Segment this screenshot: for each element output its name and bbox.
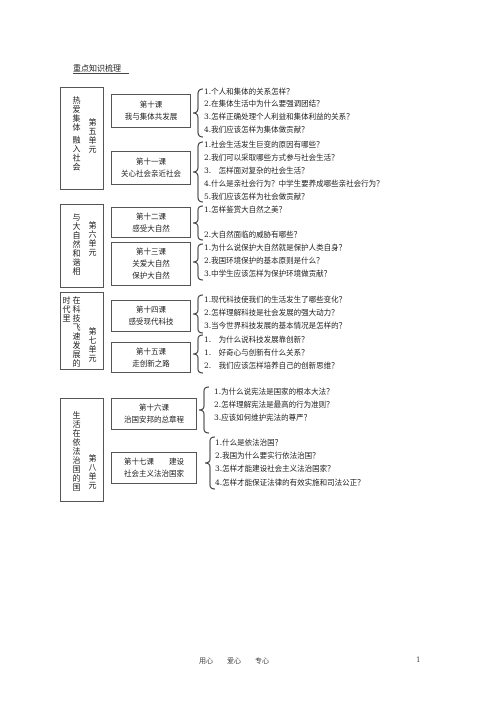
q-11-1: 1.社会生活发生巨变的原因有哪些？ (204, 140, 324, 149)
unit-5-number: 第五单元 (88, 118, 97, 154)
lesson-16-number: 第十六课 (139, 403, 169, 412)
q-11-2: 2.我们可以采取哪些方式参与社会生活？ (204, 153, 339, 162)
q-17-3: 3.怎样才能建设社会主义法治国家？ (215, 464, 335, 473)
q-13-1: 1.为什么说保护大自然就是保护人类自身？ (204, 243, 347, 252)
q-10-4: 4.我们应该怎样为集体做贡献？ (204, 125, 309, 134)
lesson-14-title: 感受现代科技 (128, 317, 174, 326)
unit-8-number: 第八单元 (88, 454, 97, 490)
q-11-4: 4.什么是亲社会行为？中学生要养成哪些亲社会行为？ (204, 179, 384, 188)
lesson-14-box: 第十四课 感受现代科技 (111, 300, 191, 332)
brace-lesson-13 (192, 243, 204, 281)
brace-lesson-14 (192, 294, 204, 334)
q-11-5: 5.我们应该怎样为社会做贡献？ (204, 192, 309, 201)
q-11-3: 3. 怎样面对复杂的社会生活？ (204, 166, 309, 175)
q-14-3: 3.当今世界科技发展的基本情况是怎样的？ (204, 321, 347, 330)
lesson-11-box: 第十一课 关心社会亲近社会 (111, 151, 191, 185)
q-10-3: 3.怎样正确处理个人利益和集体利益的关系？ (204, 112, 354, 121)
lesson-10-box: 第十课 我与集体共发展 (111, 94, 191, 128)
page-title: 重点知识梳理 (73, 64, 121, 73)
lesson-17-number: 第十七课 建设 (124, 457, 184, 466)
lesson-10-title: 我与集体共发展 (124, 112, 178, 121)
q-15-2: 1. 好奇心与创新有什么关系？ (204, 348, 309, 357)
q-14-2: 2.怎样理解科技是社会发展的强大动力？ (204, 308, 339, 317)
lesson-11-number: 第十一课 (136, 157, 166, 166)
q-17-4: 4.怎样才能保证法律的有效实施和司法公正？ (215, 478, 365, 487)
lesson-16-title: 治国安邦的总章程 (124, 415, 184, 424)
q-10-1: 1.个人和集体的关系怎样？ (204, 87, 294, 96)
q-13-2: 2.我国环境保护的基本原则是什么？ (204, 256, 324, 265)
unit-8-theme: 生活在依法治国的国 (72, 411, 81, 492)
lesson-17-title: 社会主义法治国家 (124, 469, 184, 478)
unit-box-7: 在科技飞速发展的时代里 第七单元 (60, 292, 104, 370)
lesson-13-title-2: 保护大自然 (132, 271, 170, 280)
q-17-2: 2.我国为什么要实行依法治国？ (215, 451, 320, 460)
unit-6-theme: 与大自然和谐相 (72, 213, 81, 276)
lesson-16-box: 第十六课 治国安邦的总章程 (111, 398, 197, 430)
q-17-1: 1.什么是依法治国？ (215, 438, 283, 447)
unit-box-8: 生活在依法治国的国 第八单元 (60, 398, 104, 502)
footer-text: 用心 爱心 专心 (199, 657, 269, 665)
lesson-15-title: 走创新之路 (132, 359, 170, 368)
lesson-15-box: 第十五课 走创新之路 (111, 342, 191, 373)
q-14-1: 1.现代科技使我们的生活发生了哪些变化？ (204, 295, 347, 304)
unit-6-number: 第六单元 (88, 221, 97, 257)
unit-7-number: 第七单元 (88, 327, 97, 363)
brace-lesson-11 (192, 141, 204, 203)
brace-lesson-15 (192, 334, 204, 374)
lesson-17-box: 第十七课 建设 社会主义法治国家 (111, 452, 197, 484)
unit-box-6: 与大自然和谐相 第六单元 (60, 204, 104, 288)
q-10-2: 2.在集体生活中为什么要强调团结？ (204, 99, 324, 108)
lesson-12-box: 第十二课 感受大自然 (111, 207, 191, 238)
lesson-12-title: 感受大自然 (132, 224, 170, 233)
q-16-2: 2.怎样理解宪法是最高的行为准则？ (214, 400, 334, 409)
unit-5-theme: 热爱集体 融入社会 (72, 96, 81, 172)
lesson-12-number: 第十二课 (136, 212, 166, 221)
q-12-2: 2.大自然面临的威胁有哪些？ (204, 230, 302, 239)
lesson-10-number: 第十课 (139, 100, 163, 109)
brace-lesson-16 (198, 386, 210, 434)
lesson-13-number: 第十三课 (136, 247, 166, 256)
lesson-13-title: 关爱大自然 (132, 259, 170, 268)
lesson-11-title: 关心社会亲近社会 (121, 169, 181, 178)
lesson-13-box: 第十三课 关爱大自然 保护大自然 (111, 242, 191, 286)
q-16-1: 1.为什么说宪法是国家的根本大法？ (214, 387, 334, 396)
q-16-3: 3.应该如何维护宪法的尊严？ (214, 413, 312, 422)
brace-lesson-12 (192, 205, 204, 241)
q-15-1: 1. 为什么说科技发展靠创新？ (204, 335, 309, 344)
lesson-14-number: 第十四课 (136, 305, 166, 314)
brace-lesson-17 (204, 436, 216, 490)
unit-7-theme: 在科技飞速发展的时代里 (62, 296, 81, 368)
q-12-1: 1.怎样鉴赏大自然之美？ (204, 205, 287, 214)
q-13-3: 3.中学生应该怎样为保护环境做贡献？ (204, 269, 332, 278)
q-15-3: 2. 我们应该怎样培养自己的创新思维？ (204, 361, 339, 370)
footer-page-number: 1 (416, 656, 421, 664)
lesson-15-number: 第十五课 (136, 347, 166, 356)
unit-box-5: 热爱集体 融入社会 第五单元 (60, 87, 104, 190)
title-underline (73, 73, 129, 74)
brace-lesson-10 (192, 88, 204, 138)
